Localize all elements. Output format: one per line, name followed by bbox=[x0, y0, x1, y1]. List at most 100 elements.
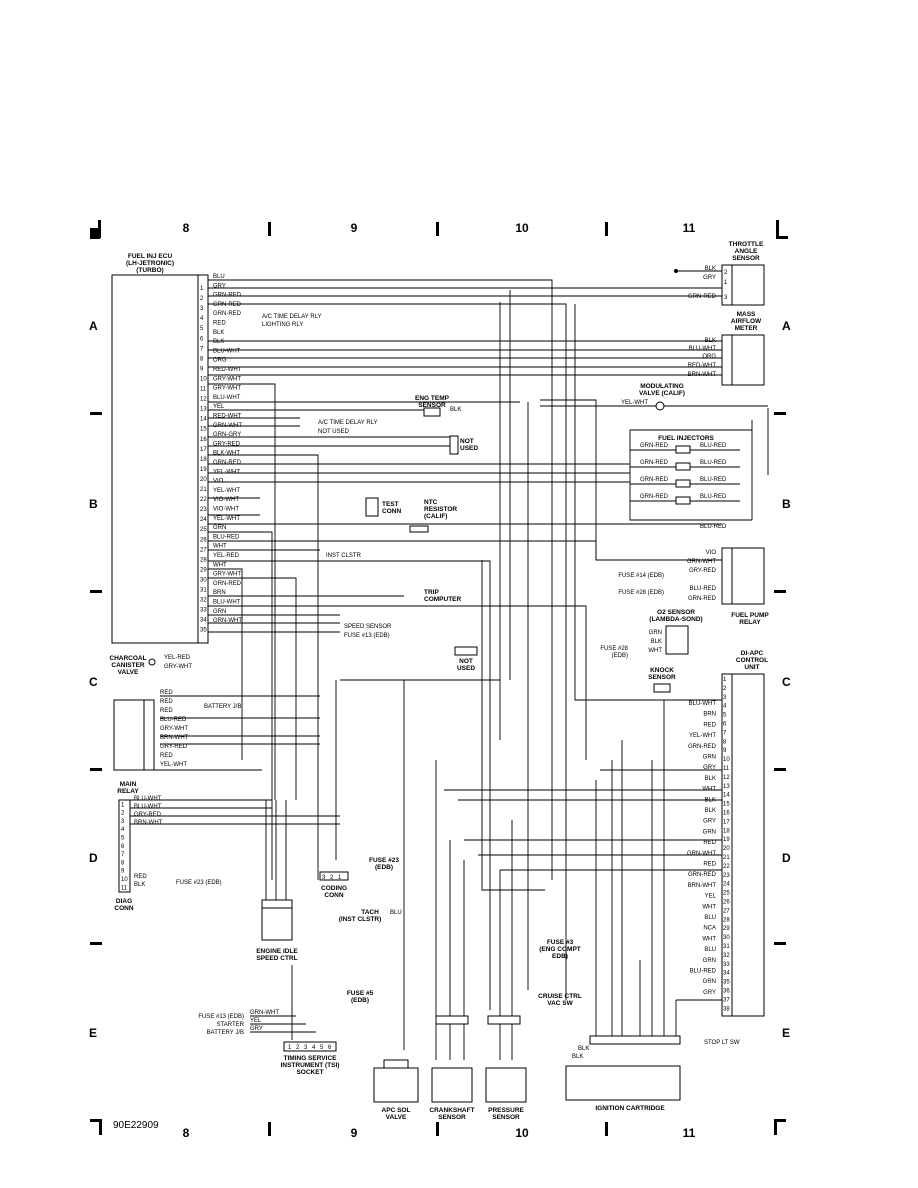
apc-pin-number: 33 bbox=[723, 962, 730, 968]
pin-number: 6 bbox=[328, 1045, 332, 1051]
wire-color: BLU-RED bbox=[700, 443, 727, 449]
wire-color: YEL-RED bbox=[213, 553, 240, 559]
dest-label: USED bbox=[457, 665, 475, 672]
ecu-title-line: FUEL INJ ECU bbox=[128, 253, 173, 260]
ecu-title-line: (TURBO) bbox=[136, 267, 163, 274]
knock-sensor: KNOCK SENSOR bbox=[648, 667, 676, 693]
wire-color: BLU-RED bbox=[160, 717, 187, 723]
wire-color: BLU-RED bbox=[700, 477, 727, 483]
idle-body bbox=[261, 907, 293, 941]
wire-color: BLU-RED bbox=[690, 586, 717, 592]
column-label: 9 bbox=[351, 1126, 358, 1140]
wire-color: RED bbox=[160, 690, 173, 696]
pin-number: 3 bbox=[304, 1045, 308, 1051]
pin-number: 3 bbox=[322, 875, 326, 881]
wire-color: WHT bbox=[702, 787, 716, 793]
wire-color: GRY-WHT bbox=[213, 572, 241, 578]
o2-label: O2 SENSOR bbox=[657, 609, 695, 616]
ecu-pin-number: 11 bbox=[200, 387, 207, 393]
ecu-pin-number: 28 bbox=[200, 557, 207, 563]
wire-color: GRY-RED bbox=[689, 568, 717, 574]
pressure-label: PRESSURE bbox=[488, 1107, 524, 1114]
wire-color: WHT bbox=[213, 544, 227, 550]
relay-body bbox=[113, 699, 145, 771]
dest-label: BATTERY J/B bbox=[204, 704, 241, 710]
diag-pin-number: 9 bbox=[121, 869, 125, 875]
diag-connector: BLU-WHTBLU-WHTGRY-REDBRN-WHTREDBLK123456… bbox=[114, 796, 221, 912]
pump-body bbox=[731, 547, 765, 605]
wire-color: GRN-RED bbox=[688, 294, 717, 300]
charcoal-canister-valve: CHARCOAL CANISTER VALVE YEL-RED GRY-WHT bbox=[109, 655, 192, 676]
dest-label: CONN bbox=[382, 508, 401, 515]
diag-pin-number: 2 bbox=[121, 811, 125, 817]
tach-label: TACH bbox=[361, 909, 379, 916]
maf-label: MASS bbox=[737, 311, 756, 318]
wire-color: BRN-WHT bbox=[160, 735, 189, 741]
ecu-pin-number: 24 bbox=[200, 517, 207, 523]
ecu-pin-number: 17 bbox=[200, 447, 207, 453]
diag-label: DIAG bbox=[116, 898, 132, 905]
fuel-injection-ecu: FUEL INJ ECU (LH-JETRONIC) (TURBO) 12345… bbox=[111, 253, 242, 644]
fuse-label: EDB) bbox=[552, 953, 568, 960]
ecu-pin-number: 3 bbox=[200, 306, 204, 312]
fuse-label: FUSE #3 bbox=[547, 939, 574, 946]
wire-color: BLU-RED bbox=[690, 969, 717, 975]
idle-label: SPEED CTRL bbox=[256, 955, 297, 962]
wire-color: GRN-WHT bbox=[687, 851, 716, 857]
wire-color: GRN-RED bbox=[640, 477, 669, 483]
diag-wire-labels: BLU-WHTBLU-WHTGRY-REDBRN-WHTREDBLK123456… bbox=[121, 796, 163, 891]
wire-color: BLU-RED bbox=[700, 460, 727, 466]
injector-symbol bbox=[675, 445, 691, 454]
row-label: B bbox=[89, 497, 98, 511]
row-label: C bbox=[89, 675, 98, 689]
apc-pin-number: 37 bbox=[723, 997, 730, 1003]
apc-pin-number: 22 bbox=[723, 864, 730, 870]
ignition-body bbox=[565, 1065, 681, 1101]
fuse-label: FUSE #14 (EDB) bbox=[618, 573, 664, 579]
wire-color: GRN-RED bbox=[213, 460, 242, 466]
fuse-label: FUSE #23 bbox=[369, 857, 399, 864]
dest-label: (CALIF) bbox=[424, 513, 447, 520]
diag-pin-number: 5 bbox=[121, 836, 125, 842]
diag-pin-number: 8 bbox=[121, 860, 125, 866]
wire-color: BLK bbox=[213, 339, 224, 345]
wire-color: BLU-WHT bbox=[213, 348, 241, 354]
apc-pin-number: 1 bbox=[723, 677, 727, 683]
apc-pin-number: 12 bbox=[723, 775, 730, 781]
apc-pin-number: 29 bbox=[723, 926, 730, 932]
column-label: 8 bbox=[183, 1126, 190, 1140]
maf-connector bbox=[721, 334, 733, 386]
wire-color: WHT bbox=[702, 936, 716, 942]
dest-label: STARTER bbox=[217, 1022, 245, 1028]
pump-label: RELAY bbox=[739, 619, 761, 626]
ecu-pin-number: 26 bbox=[200, 537, 207, 543]
wire-color: GRN-RED bbox=[640, 443, 669, 449]
ecu-body bbox=[111, 274, 199, 644]
row-label: A bbox=[89, 319, 98, 333]
column-label: 10 bbox=[515, 221, 529, 235]
wire-color: BRN-WHT bbox=[134, 820, 163, 826]
wire-color: BRN-WHT bbox=[688, 883, 717, 889]
throttle-label: THROTTLE bbox=[729, 241, 764, 248]
timing-connector bbox=[283, 1041, 337, 1052]
apc-pin-number: 15 bbox=[723, 802, 730, 808]
pressure-connector bbox=[487, 1015, 521, 1025]
wire-color: GRN-RED bbox=[213, 302, 242, 308]
ecu-pin-number: 20 bbox=[200, 477, 207, 483]
wire-color: BLU-WHT bbox=[689, 346, 717, 352]
apc-pin-number: 30 bbox=[723, 935, 730, 941]
wire-color: GRN-WHT bbox=[213, 618, 242, 624]
apc-pin-number: 11 bbox=[723, 766, 730, 772]
diag-pin-number: 1 bbox=[121, 802, 125, 808]
apc-valve-connector bbox=[383, 1059, 409, 1069]
pin-number: 5 bbox=[320, 1045, 324, 1051]
wire-color: BLU-WHT bbox=[213, 395, 241, 401]
pin-number: 4 bbox=[312, 1045, 316, 1051]
wire-color: BLU-WHT bbox=[134, 796, 162, 802]
wire-color: BLU-RED bbox=[700, 494, 727, 500]
modulating-valve: MODULATING VALVE (CALIF) YEL-WHT bbox=[540, 383, 768, 411]
ecu-connector bbox=[197, 274, 209, 644]
apc-pin-number: 10 bbox=[723, 757, 730, 763]
wire-color: YEL-WHT bbox=[160, 762, 187, 768]
ecu-pin-number: 4 bbox=[200, 316, 204, 322]
